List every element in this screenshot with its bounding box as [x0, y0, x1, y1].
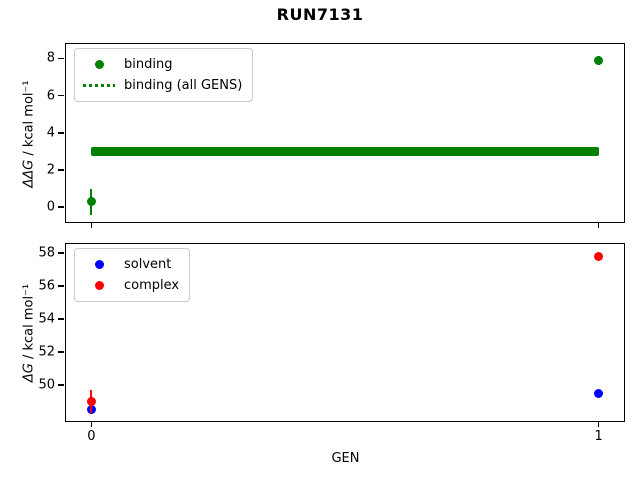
legend-label: solvent — [124, 257, 172, 272]
y-tick-label: 0 — [46, 199, 55, 215]
legend-item-binding-all-gens: binding (all GENS) — [83, 75, 242, 96]
binding-point — [594, 55, 604, 65]
binding-point — [86, 197, 96, 207]
legend-item-binding: binding — [83, 54, 242, 75]
solvent-point — [594, 388, 604, 398]
legend-handle — [83, 84, 115, 87]
solvent-marker-icon — [94, 260, 104, 269]
legend-item-complex: complex — [83, 275, 179, 296]
y-tick-label: 4 — [46, 125, 55, 141]
legend-binding: binding binding (all GENS) — [74, 48, 254, 102]
y-axis-label-units: / kcal mol⁻¹ — [21, 80, 37, 160]
y-tick-label: 50 — [38, 377, 55, 393]
legend-label: binding — [124, 57, 173, 72]
x-tick — [597, 222, 600, 228]
y-tick — [58, 318, 65, 320]
y-tick — [58, 351, 65, 353]
binding-all-gens-line — [91, 146, 599, 156]
y-tick-label: 56 — [38, 278, 55, 294]
legend-free-energy: solvent complex — [74, 248, 191, 302]
y-tick — [58, 57, 65, 60]
y-tick — [58, 383, 65, 386]
y-axis-label-math: ΔG — [21, 363, 37, 383]
y-tick-label: 8 — [46, 50, 55, 66]
y-tick-label: 54 — [38, 311, 55, 327]
y-tick-label: 52 — [38, 344, 55, 360]
complex-point — [594, 251, 604, 261]
y-axis-label-units: / kcal mol⁻¹ — [21, 283, 37, 364]
x-axis-label: GEN — [331, 451, 360, 466]
y-axis-label-ddg: ΔΔG / kcal mol⁻¹ — [22, 80, 37, 187]
legend-item-solvent: solvent — [83, 254, 179, 275]
y-tick-label: 6 — [46, 88, 55, 104]
x-tick — [90, 421, 93, 427]
figure-title: RUN7131 — [276, 5, 364, 24]
legend-label: binding (all GENS) — [124, 78, 243, 93]
y-tick — [58, 252, 65, 254]
y-tick — [58, 94, 65, 97]
legend-label: complex — [124, 278, 180, 293]
legend-handle — [83, 260, 115, 269]
y-axis-label-dg: ΔG / kcal mol⁻¹ — [22, 284, 37, 382]
legend-handle — [83, 60, 115, 69]
x-tick-label: 0 — [87, 429, 96, 444]
complex-point — [86, 396, 96, 406]
binding-marker-icon — [94, 60, 104, 69]
x-tick-label: 1 — [594, 429, 603, 444]
complex-marker-icon — [94, 281, 104, 290]
dotted-line-icon — [83, 84, 115, 87]
legend-handle — [83, 281, 115, 290]
axes-binding: binding binding (all GENS) 0 2 4 6 8 — [47, 43, 625, 228]
y-axis-label-math: ΔΔG — [21, 159, 37, 188]
y-tick — [58, 285, 65, 287]
y-tick — [58, 206, 65, 208]
y-tick — [58, 169, 65, 171]
y-tick-label: 2 — [46, 162, 55, 178]
y-tick — [58, 131, 65, 134]
axes-free-energy: solvent complex 50 52 54 56 58 0 1 — [38, 243, 625, 443]
y-tick-label: 58 — [38, 245, 55, 261]
x-tick — [597, 421, 600, 427]
x-tick — [90, 222, 93, 228]
